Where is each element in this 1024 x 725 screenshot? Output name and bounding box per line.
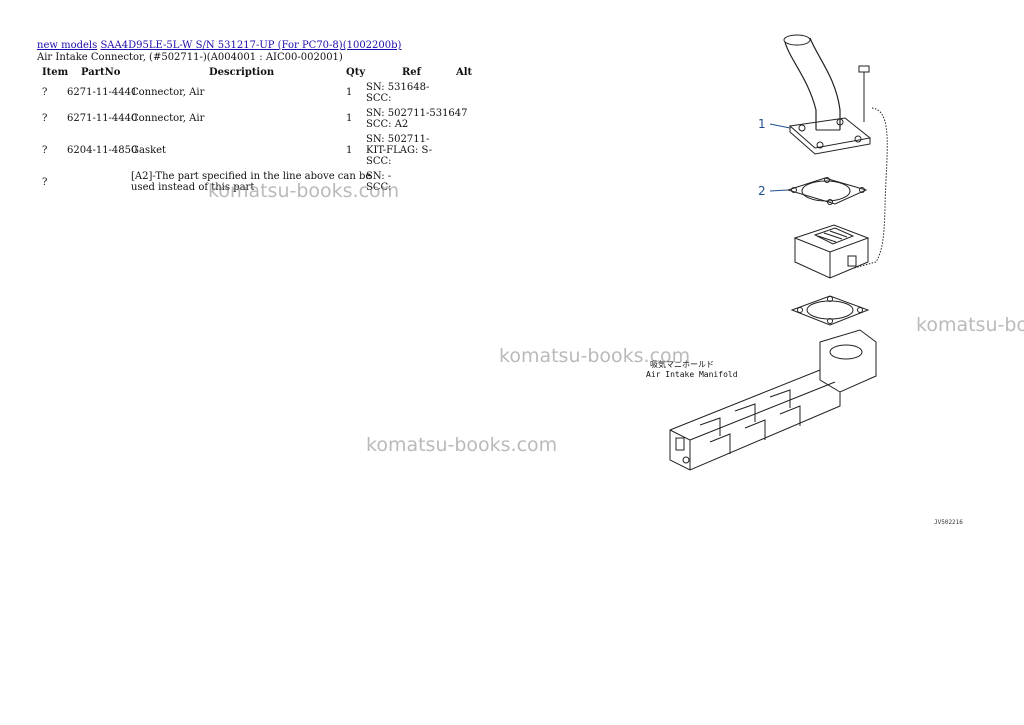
row-partno: 6271-11-4441 [67,87,138,98]
row-item: ? [42,145,48,156]
row-description: Connector, Air [131,87,205,98]
row-ref-line1: SN: - [366,171,392,182]
row-item: ? [42,177,48,188]
row-qty: 1 [346,145,353,156]
row-ref-line2: SCC: A2 [366,119,409,130]
header-alt: Alt [456,67,473,78]
manifold-label-jp: 吸気マニホールド [650,359,714,369]
row-ref-line2: SCC: [366,182,392,193]
row-description: Gasket [131,145,167,156]
row-qty: 1 [346,87,353,98]
diagram-code: JV502216 [934,519,963,526]
row-item: ? [42,113,48,124]
page-title: Air Intake Connector, (#502711-)(A004001… [37,52,343,63]
header-ref: Ref [402,67,421,78]
header-description: Description [209,67,275,78]
breadcrumb-link-model[interactable]: SAA4D95LE-5L-W S/N 531217-UP (For PC70-8… [100,40,402,51]
header-item: Item [42,67,69,78]
row-ref-line2: SCC: [366,93,392,104]
header-qty: Qty [346,67,366,78]
watermark: komatsu-books.com [366,434,558,456]
breadcrumb-link-new-models[interactable]: new models [37,40,98,51]
manifold-label-en: Air Intake Manifold [646,370,738,379]
row-item: ? [42,87,48,98]
row-description: Connector, Air [131,113,205,124]
row-ref-line1: SN: 502711-531647 [366,108,468,119]
callout-2: 2 [758,184,766,198]
header-partno: PartNo [81,67,121,78]
row-ref-line2: KIT-FLAG: S- [366,145,433,156]
row-qty: 1 [346,113,353,124]
row-ref-line3: SCC: [366,156,392,167]
row-description-line2: used instead of this part [131,182,255,193]
callout-1: 1 [758,117,766,131]
parts-diagram: 1 2 吸気マニホールド Air Intake Manifold [646,34,888,471]
row-partno: 6271-11-4440 [67,113,138,124]
row-partno: 6204-11-4850 [67,145,138,156]
row-ref-line1: SN: 531648- [366,82,430,93]
breadcrumb: new models SAA4D95LE-5L-W S/N 531217-UP … [37,40,401,52]
row-ref-line1: SN: 502711- [366,134,430,145]
row-description-line1: [A2]-The part specified in the line abov… [131,171,372,182]
